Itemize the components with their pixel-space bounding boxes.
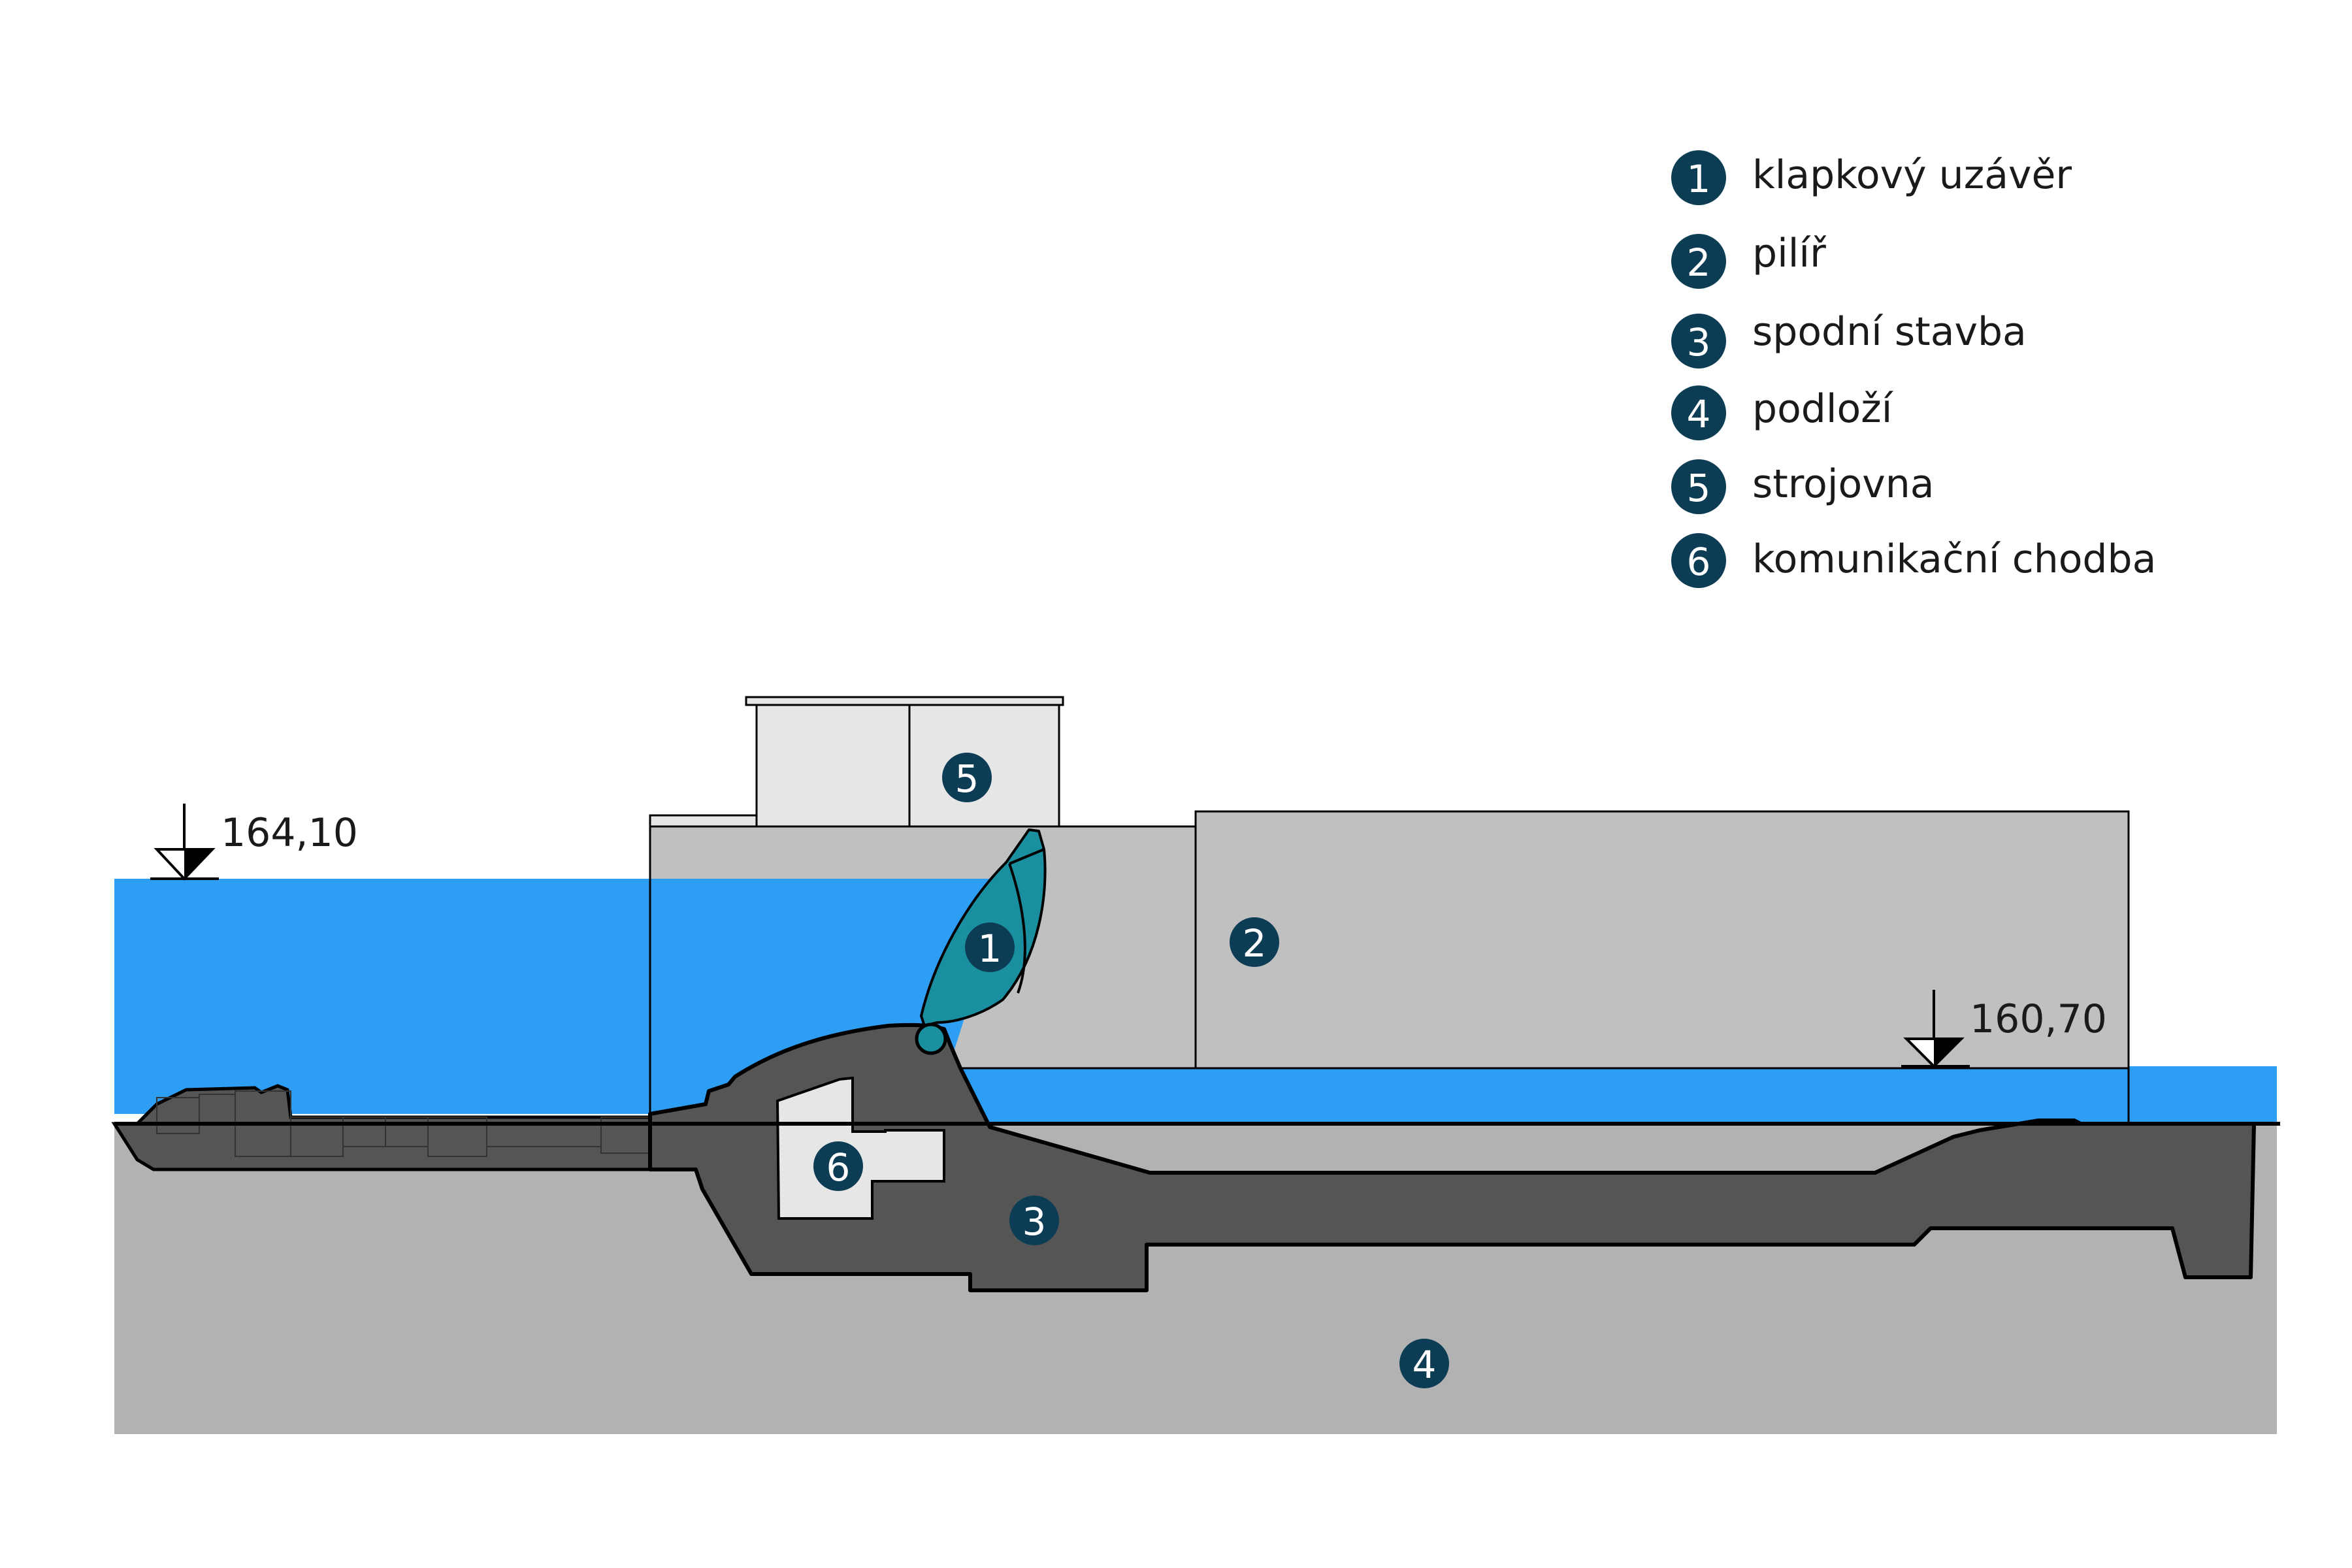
svg-text:6: 6 bbox=[1687, 540, 1711, 584]
upstream-level-label: 164,10 bbox=[221, 810, 358, 856]
svg-text:3: 3 bbox=[1022, 1200, 1047, 1244]
svg-text:2: 2 bbox=[1243, 921, 1267, 966]
legend-label: strojovna bbox=[1752, 461, 1935, 507]
pier-cap bbox=[649, 814, 759, 828]
pier-right bbox=[1194, 810, 2130, 1070]
legend-label: klapkový uzávěr bbox=[1752, 152, 2072, 198]
legend-item: 1 klapkový uzávěr bbox=[1671, 150, 2072, 205]
badge-gate: 1 bbox=[965, 923, 1015, 972]
badge-substructure: 3 bbox=[1009, 1196, 1059, 1245]
legend-item: 2 pilíř bbox=[1671, 231, 1827, 289]
badge-corridor: 6 bbox=[813, 1141, 863, 1191]
legend-label: pilíř bbox=[1752, 231, 1827, 276]
legend-item: 3 spodní stavba bbox=[1671, 309, 2027, 368]
legend-label: komunikační chodba bbox=[1752, 536, 2156, 582]
machine-room bbox=[755, 704, 1060, 828]
machine-room-roof bbox=[745, 696, 1064, 706]
legend-item: 4 podloží bbox=[1671, 385, 1894, 440]
legend-item: 5 strojovna bbox=[1671, 459, 1935, 514]
svg-text:5: 5 bbox=[955, 757, 979, 801]
svg-text:1: 1 bbox=[1687, 157, 1711, 201]
communication-corridor bbox=[776, 1076, 945, 1220]
downstream-water bbox=[941, 1066, 2277, 1124]
badge-machine-room: 5 bbox=[942, 753, 992, 802]
upstream-level-marker: 164,10 bbox=[150, 804, 358, 881]
svg-text:1: 1 bbox=[978, 926, 1002, 971]
svg-text:6: 6 bbox=[826, 1145, 851, 1190]
downstream-level-marker: 160,70 bbox=[1901, 990, 2107, 1068]
legend-label: podloží bbox=[1752, 386, 1894, 432]
svg-text:2: 2 bbox=[1687, 240, 1711, 285]
legend: 1 klapkový uzávěr 2 pilíř 3 spodní stavb… bbox=[1671, 150, 2156, 588]
legend-label: spodní stavba bbox=[1752, 309, 2027, 355]
svg-text:5: 5 bbox=[1687, 466, 1711, 510]
badge-subsoil: 4 bbox=[1399, 1339, 1449, 1388]
badge-pier: 2 bbox=[1230, 917, 1279, 967]
svg-text:4: 4 bbox=[1687, 392, 1711, 436]
downstream-level-label: 160,70 bbox=[1970, 996, 2107, 1042]
svg-text:4: 4 bbox=[1413, 1343, 1437, 1387]
legend-item: 6 komunikační chodba bbox=[1671, 533, 2156, 588]
svg-text:3: 3 bbox=[1687, 320, 1711, 365]
upstream-apron bbox=[111, 1084, 652, 1171]
